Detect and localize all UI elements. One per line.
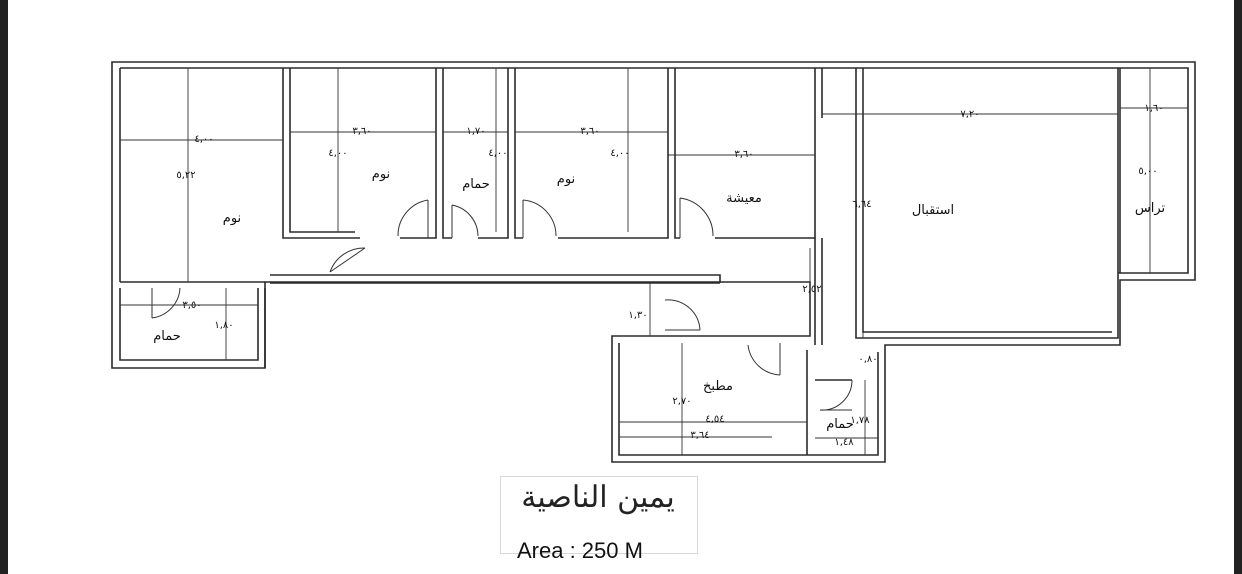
dim-reception-length: ٦,٦٤ [852, 199, 871, 210]
room-label-living: معيشة [726, 191, 762, 206]
dim-reception-width: ٧,٢٠ [960, 109, 979, 120]
dim-bath-small-width: ١,٤٨ [834, 437, 854, 448]
dim-bath-left-width: ٣,٥٠ [182, 300, 201, 311]
dim-corridor-2: ٢,٥٢ [802, 284, 821, 295]
right-frame-edge [1234, 0, 1242, 574]
dim-kitchen-width-2: ٣,٦٤ [690, 430, 709, 441]
title-box [500, 476, 698, 554]
dim-bed3-width: ٣,٦٠ [580, 126, 599, 137]
dim-bed1-length: ٥,٢٢ [176, 170, 195, 181]
dim-corridor-1: ١,٣٠ [628, 310, 647, 321]
dim-living-width: ٣,٦٠ [734, 149, 753, 160]
room-label-bath-top: حمام [462, 177, 490, 192]
dim-bath-top-length: ٤,٠٠ [488, 148, 507, 159]
dim-bath-left-length: ١,٨٠ [214, 320, 233, 331]
dim-bed2-width: ٣,٦٠ [352, 126, 371, 137]
room-label-terrace: تراس [1135, 201, 1166, 216]
room-label-bath-left: حمام [153, 329, 181, 344]
room-label-kitchen: مطبخ [703, 379, 733, 394]
doors [151, 197, 853, 411]
dim-terrace-width: ١,٦٠ [1144, 103, 1163, 114]
interior-walls [120, 68, 1121, 455]
room-labels: نوم نوم حمام نوم معيشة استقبال تراس حمام… [153, 167, 1165, 432]
room-label-reception: استقبال [912, 203, 954, 218]
dim-bed2-length: ٤,٠٠ [328, 148, 347, 159]
outer-walls [111, 61, 1196, 463]
left-frame-edge [0, 0, 8, 574]
area-label: Area : 250 M [517, 538, 643, 563]
dim-bath-small-height: ١,٧٨ [850, 415, 870, 426]
dim-kitchen-width-1: ٤,٥٤ [705, 414, 724, 425]
dim-terrace-length: ٥,٠٠ [1138, 166, 1157, 177]
dim-bed3-length: ٤,٠٠ [610, 148, 629, 159]
dimension-labels: ٤,٠٠ ٥,٢٢ ٣,٦٠ ٤,٠٠ ١,٧٠ ٤,٠٠ ٣,٦٠ ٤,٠٠ … [176, 103, 1163, 448]
dimension-lines [120, 68, 1188, 455]
room-label-bath-small: حمام [826, 417, 854, 432]
dim-bed1-width: ٤,٠٠ [194, 134, 213, 145]
room-label-bedroom-2: نوم [372, 167, 390, 182]
room-label-bedroom-3: نوم [557, 172, 575, 187]
plan-title: يمين الناصية [521, 480, 675, 515]
dim-small-1: ٠,٨٠ [858, 354, 877, 365]
dim-bath-top-width: ١,٧٠ [466, 126, 485, 137]
room-label-bedroom-1: نوم [223, 211, 241, 226]
dim-kitchen-height: ٢,٧٠ [672, 396, 691, 407]
